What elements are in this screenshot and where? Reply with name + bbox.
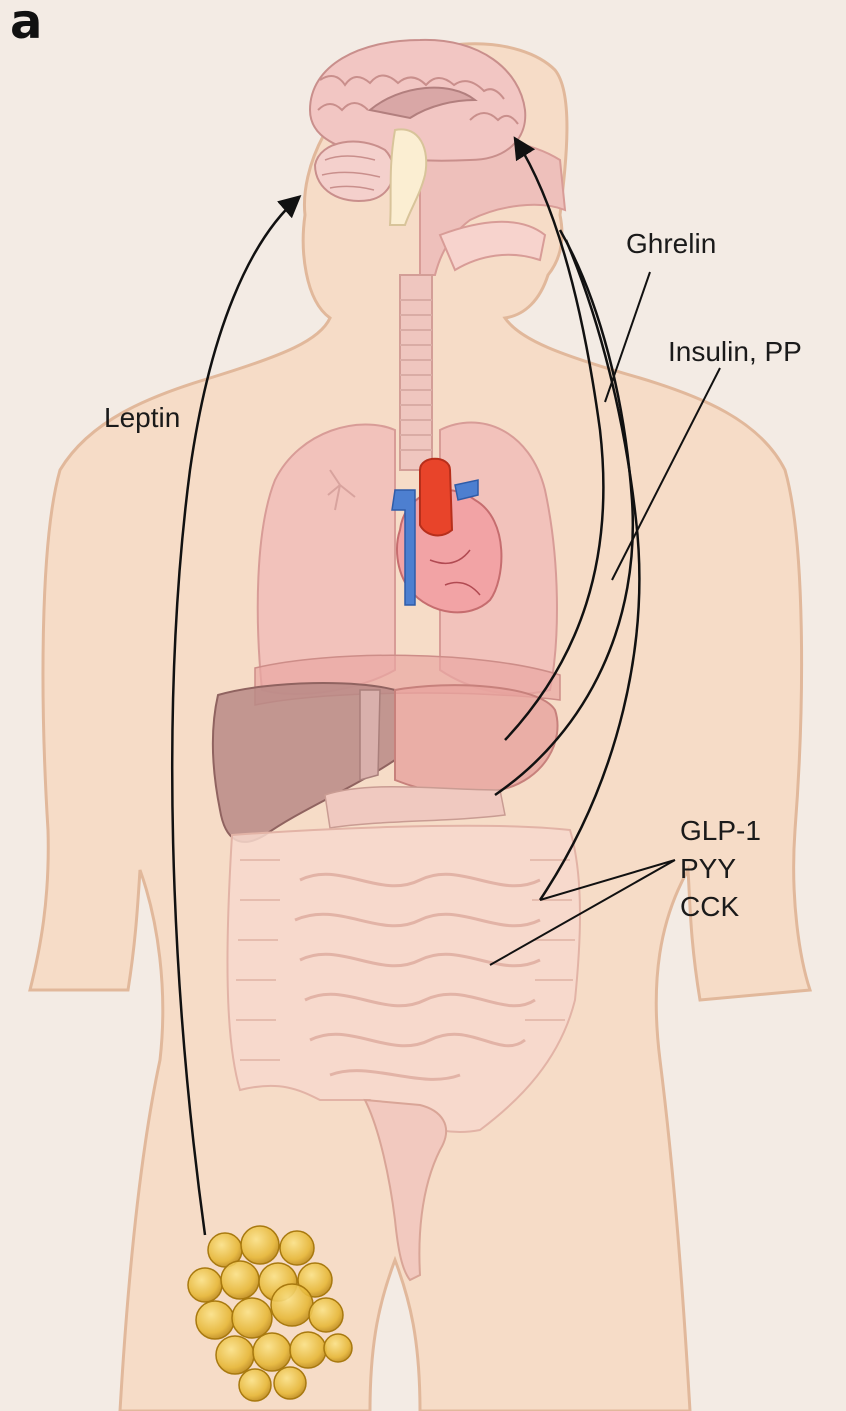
- cck-label: CCK: [680, 888, 761, 926]
- ghrelin-label: Ghrelin: [626, 230, 716, 258]
- trachea: [400, 275, 432, 470]
- gut-hormone-labels: GLP-1 PYY CCK: [680, 812, 761, 926]
- pyy-label: PYY: [680, 850, 761, 888]
- panel-label: a: [10, 0, 42, 50]
- leptin-label: Leptin: [104, 404, 180, 432]
- insulin-pp-label: Insulin, PP: [668, 338, 802, 366]
- large-intestine: [227, 826, 580, 1132]
- glp1-label: GLP-1: [680, 812, 761, 850]
